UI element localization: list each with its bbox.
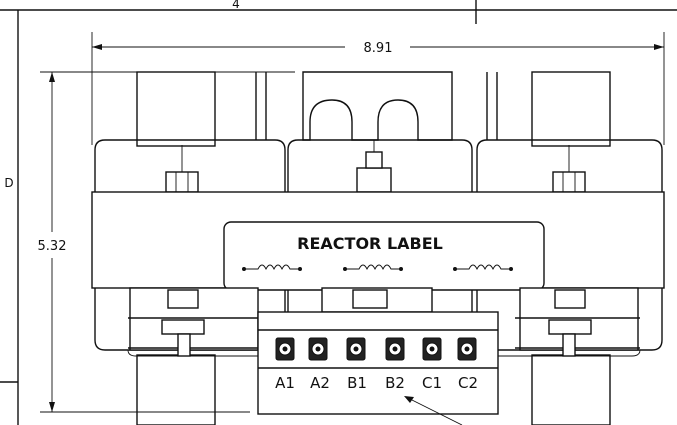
terminal-label-a1: A1 [275, 374, 295, 392]
terminal-screw-c1 [422, 337, 442, 361]
width-dimension [91, 32, 665, 145]
width-dimension-label: 8.91 [364, 41, 393, 56]
terminal-screw-a1 [275, 337, 295, 361]
leader-arrow [404, 396, 463, 425]
terminal-screw-c2 [457, 337, 477, 361]
terminal-screw-b1 [346, 337, 366, 361]
zone-left-label: D [4, 176, 13, 190]
terminal-label-a2: A2 [310, 374, 330, 392]
terminal-screw-a2 [308, 337, 328, 361]
coil-c-symbol [453, 264, 513, 271]
bottom-studs [161, 289, 592, 357]
reactor-label-plate [223, 221, 545, 291]
terminal-label-c2: C2 [458, 374, 478, 392]
terminal-block [257, 311, 499, 415]
terminal-label-c1: C1 [422, 374, 442, 392]
coil-columns [136, 71, 611, 425]
terminal-label-b2: B2 [385, 374, 405, 392]
top-studs [165, 140, 586, 193]
coil-a-symbol [242, 264, 302, 271]
coil-b-symbol [343, 264, 403, 271]
terminal-screw-b2 [385, 337, 405, 361]
terminal-screws [275, 337, 477, 361]
height-dimension-label: 5.32 [38, 239, 67, 254]
reactor-label-text: REACTOR LABEL [297, 234, 443, 253]
zone-top-label: 4 [232, 0, 240, 11]
top-bus-bar [302, 71, 453, 141]
terminal-label-b1: B1 [347, 374, 367, 392]
